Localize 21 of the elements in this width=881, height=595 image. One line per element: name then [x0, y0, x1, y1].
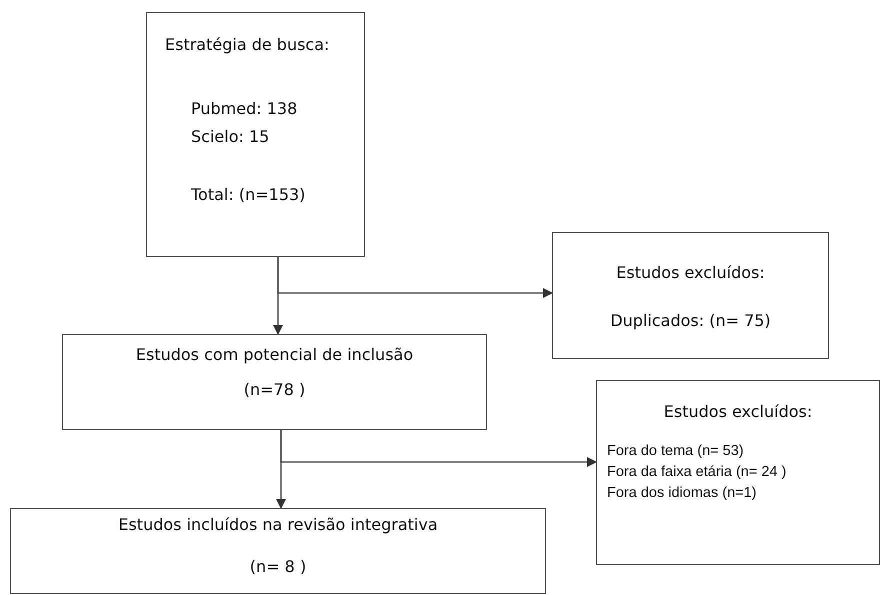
box-text: Duplicados: (n= 75) — [610, 311, 771, 330]
process-box — [552, 232, 829, 359]
process-box — [10, 508, 546, 594]
box-text: Estratégia de busca: — [165, 35, 330, 54]
box-text: Estudos excluídos: — [616, 263, 765, 282]
box-text: Fora da faixa etária (n= 24 ) — [607, 464, 786, 480]
box-text: Fora dos idiomas (n=1) — [607, 485, 756, 501]
box-text: Total: (n=153) — [191, 185, 306, 204]
process-box — [596, 380, 880, 565]
arrow — [280, 430, 597, 467]
box-text: Estudos excluídos: — [664, 402, 812, 421]
arrow — [277, 257, 553, 298]
box-text: (n=78 ) — [244, 380, 306, 399]
box-text: Estudos com potencial de inclusão — [136, 345, 414, 364]
process-box — [62, 334, 487, 430]
box-text: (n= 8 ) — [250, 557, 306, 576]
box-text: Scielo: 15 — [191, 127, 270, 146]
process-box — [146, 12, 365, 257]
box-text: Pubmed: 138 — [191, 99, 298, 118]
box-text: Fora do tema (n= 53) — [607, 443, 744, 459]
box-text: Estudos incluídos na revisão integrativa — [118, 515, 438, 534]
